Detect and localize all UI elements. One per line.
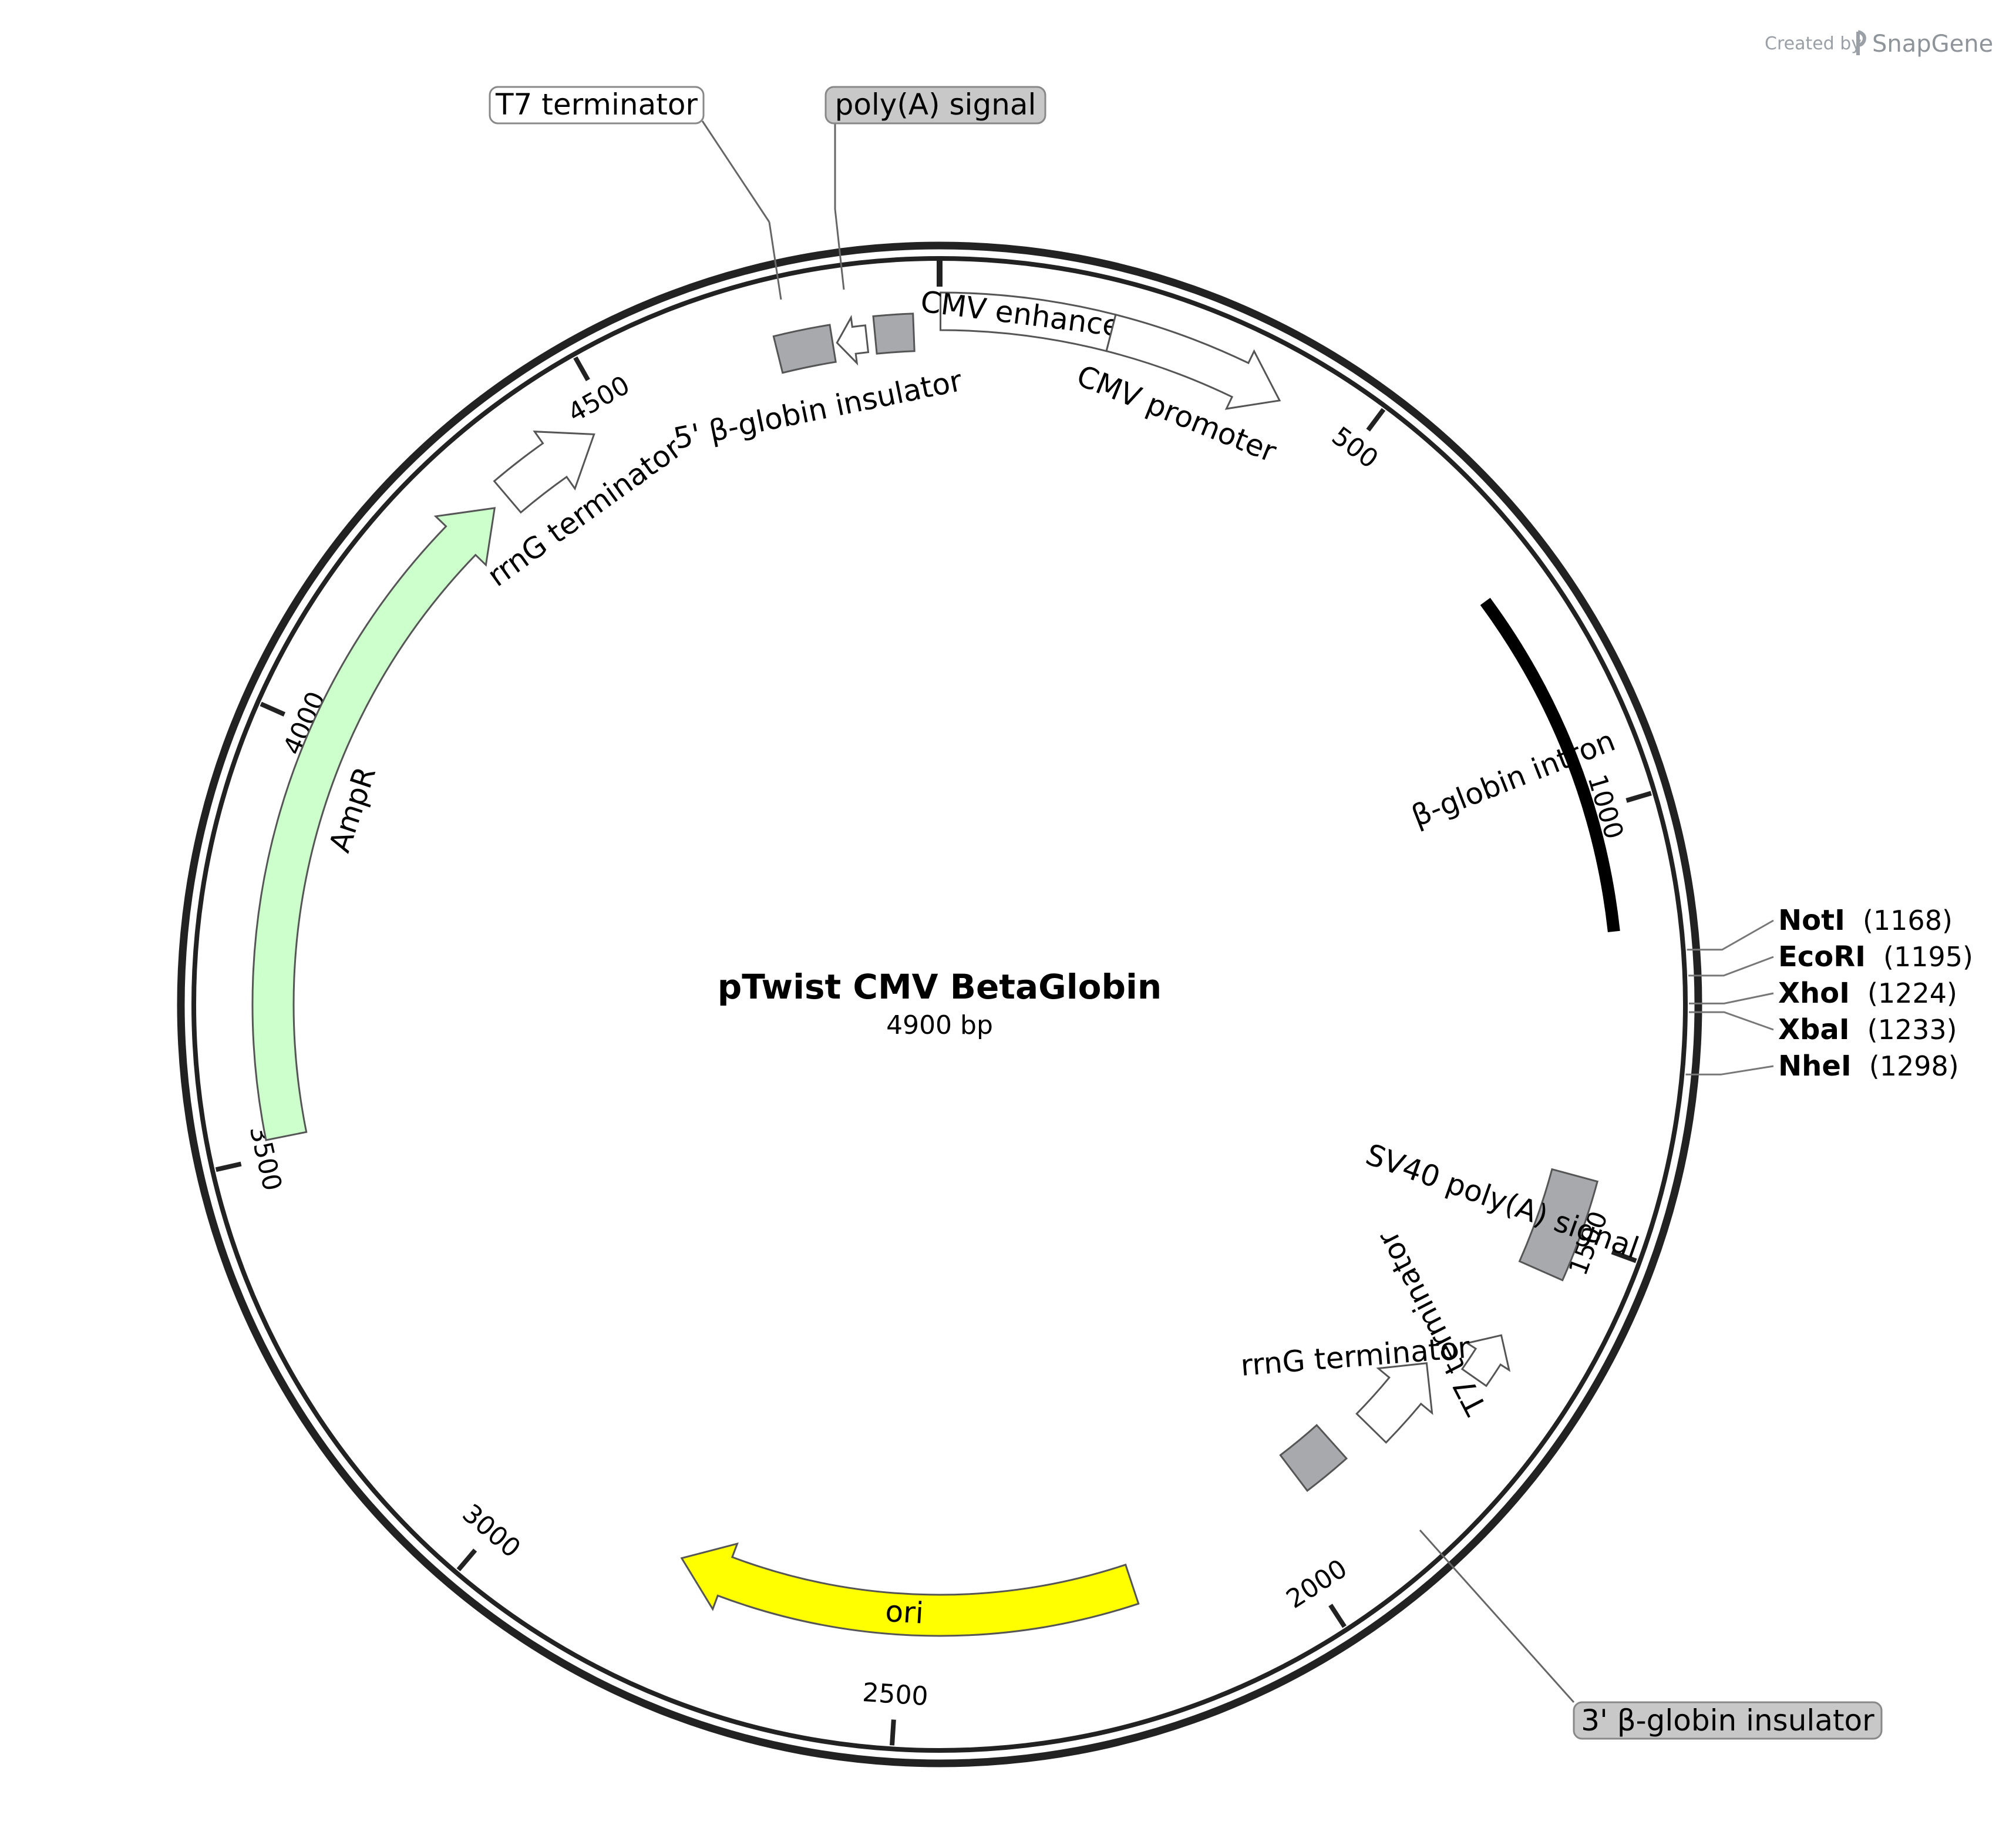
enzyme-pos-NotI: (1168) <box>1863 905 1953 936</box>
enzyme-leader-NheI <box>1685 1065 1774 1076</box>
callout-t7-terminator[interactable]: T7 terminator <box>489 86 782 300</box>
enzyme-name-XbaI[interactable]: XbaI <box>1778 1013 1850 1046</box>
polya-signal-box[interactable] <box>872 312 916 355</box>
tick-3000 <box>456 1548 477 1572</box>
tick-2500 <box>890 1719 896 1746</box>
t7-terminator-forward-arrow[interactable] <box>836 314 870 366</box>
tick-label-2000: 2000 <box>1281 1554 1353 1615</box>
enzyme-pos-EcoRI: (1195) <box>1883 941 1973 973</box>
enzyme-leader-XhoI <box>1689 992 1774 1004</box>
enzyme-pos-XbaI: (1233) <box>1867 1014 1957 1046</box>
enzyme-leader-XbaI <box>1688 1011 1774 1031</box>
tick-label-3000: 3000 <box>457 1498 526 1564</box>
enzyme-name-EcoRI[interactable]: EcoRI <box>1778 940 1866 973</box>
credit-prefix: Created by <box>1765 33 1862 54</box>
cmv-promoter-arrow[interactable] <box>1105 313 1281 410</box>
credit-brand: SnapGene <box>1872 31 1993 58</box>
ampr-arrow[interactable] <box>251 507 496 1141</box>
tick-3500 <box>215 1161 242 1172</box>
5-insulator-box[interactable] <box>772 324 837 374</box>
callout-3-insulator[interactable]: 3' β-globin insulator <box>1419 1530 1883 1740</box>
ori-arrow-label: ori <box>884 1594 924 1631</box>
tick-label-4500: 4500 <box>563 370 635 428</box>
backbone-outer-ring <box>177 241 1702 1767</box>
ori-arrow[interactable] <box>680 1542 1140 1637</box>
plasmid-length: 4900 bp <box>886 1010 993 1040</box>
enzyme-leader-NotI <box>1687 919 1774 951</box>
callout-polya-signal[interactable]: poly(A) signal <box>824 86 1046 290</box>
tick-label-2500: 2500 <box>861 1678 929 1712</box>
3-insulator-box[interactable] <box>1279 1424 1348 1492</box>
enzyme-name-XhoI[interactable]: XhoI <box>1778 977 1850 1010</box>
snapgene-logo-icon <box>1856 30 1866 55</box>
plasmid-name: pTwist CMV BetaGlobin <box>718 967 1162 1007</box>
callout-t7-terminator-label: T7 terminator <box>495 88 698 122</box>
tick-4500 <box>573 356 590 381</box>
callout-3-insulator-label: 3' β-globin insulator <box>1581 1703 1874 1738</box>
enzyme-sites: NotI (1168) EcoRI (1195) XhoI (1224) XbaI (1233… <box>1685 904 1973 1083</box>
5-insulator-box-label: 5' β-globin insulator <box>671 364 965 456</box>
rrng-terminator-forward-arrow[interactable] <box>493 431 595 514</box>
bglobin-intron-bar[interactable] <box>1480 597 1620 932</box>
enzyme-pos-XhoI: (1224) <box>1867 977 1957 1009</box>
enzyme-name-NotI[interactable]: NotI <box>1778 904 1845 937</box>
tick-1500 <box>1611 1249 1637 1263</box>
tick-label-500: 500 <box>1326 421 1384 475</box>
tick-2000 <box>1328 1604 1347 1628</box>
enzyme-pos-NheI: (1298) <box>1869 1050 1959 1082</box>
t7-terminator-reverse-arrow[interactable] <box>1460 1334 1511 1387</box>
enzyme-name-NheI[interactable]: NheI <box>1778 1050 1852 1083</box>
callout-polya-label: poly(A) signal <box>835 88 1036 122</box>
tick-4000 <box>260 701 286 717</box>
enzyme-leader-EcoRI <box>1688 956 1774 977</box>
tick-1000 <box>1625 791 1652 803</box>
rrng-terminator-reverse-arrow[interactable] <box>1355 1362 1433 1444</box>
sv40-polya-box[interactable] <box>1518 1168 1599 1282</box>
tick-500 <box>1366 408 1386 432</box>
